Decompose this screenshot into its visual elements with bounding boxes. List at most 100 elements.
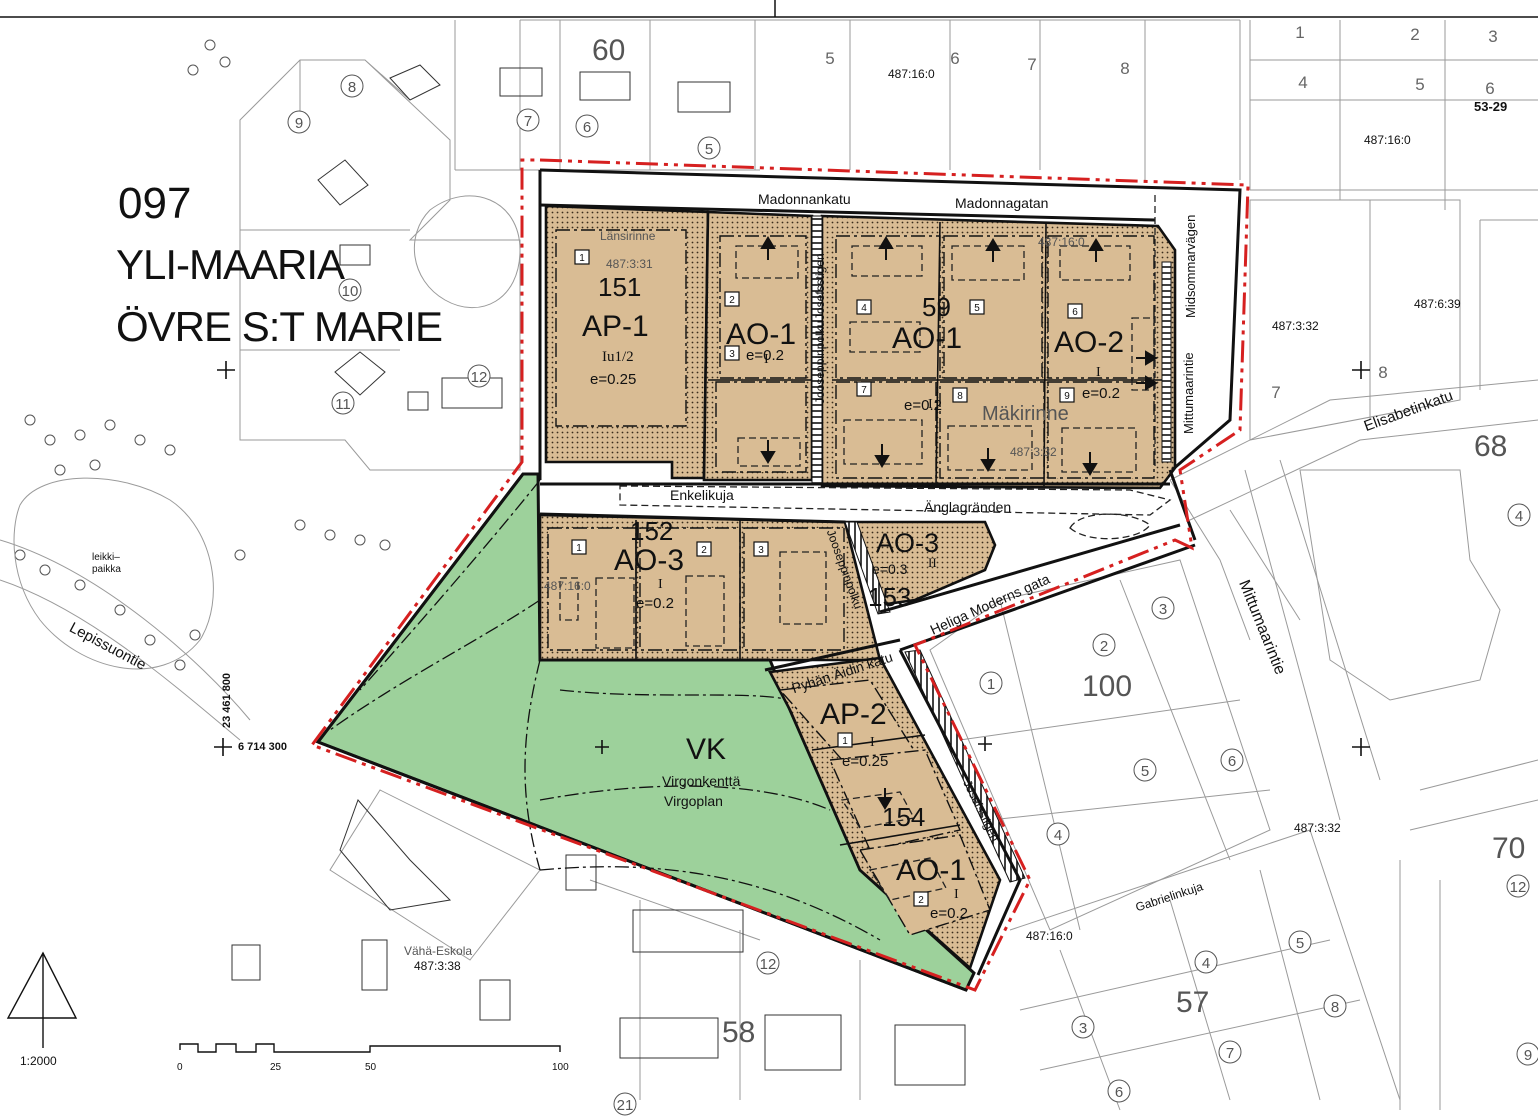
floor-count-ao3-153: II — [928, 555, 937, 570]
efficiency-ao1-59: e=0.2 — [904, 397, 942, 414]
background-buildings — [231, 64, 966, 1086]
efficiency-ao2: e=0.2 — [1082, 385, 1120, 402]
floor-count-ao1-west: I — [764, 352, 769, 367]
coordinate-east: 6 714 300 — [238, 741, 287, 753]
block-number-59: 59 — [922, 292, 951, 322]
svg-text:7: 7 — [1226, 1045, 1234, 1062]
svg-text:5: 5 — [1296, 935, 1304, 952]
block-number-100: 100 — [1082, 670, 1133, 703]
property-id: 487:16:0 — [1038, 235, 1085, 249]
direction-arrows — [760, 236, 1158, 810]
playground-label-line1: leikki– — [92, 552, 120, 563]
svg-text:1: 1 — [987, 676, 995, 693]
efficiency-ao1-west: e=0.2 — [746, 347, 784, 364]
park-paths — [329, 479, 881, 941]
zone-code-ap1: AP-1 — [582, 310, 649, 343]
park-name-sv: Virgoplan — [664, 793, 723, 809]
svg-text:8: 8 — [348, 79, 356, 96]
jooseppinpolku-path-south — [844, 521, 891, 615]
property-id: 487:3:32 — [1272, 319, 1319, 333]
svg-text:1: 1 — [576, 543, 582, 554]
property-id: 487:3:32 — [1010, 445, 1057, 459]
svg-text:1: 1 — [1295, 23, 1304, 42]
efficiency-ap2: e=0.25 — [842, 753, 889, 770]
svg-text:4: 4 — [1298, 73, 1307, 92]
zone-code-ap2: AP-2 — [820, 698, 887, 731]
zone-code-ao3-152: AO-3 — [614, 544, 685, 577]
svg-text:21: 21 — [617, 1097, 634, 1114]
scale-bar — [179, 1043, 561, 1053]
property-id: 487:3:32 — [1294, 821, 1341, 835]
svg-text:12: 12 — [760, 956, 777, 973]
building-sites — [559, 245, 1155, 901]
svg-text:3: 3 — [1488, 27, 1497, 46]
svg-text:5: 5 — [1415, 75, 1424, 94]
zone-code-vk: VK — [686, 733, 727, 766]
place-lansirinne: Länsirinne — [600, 229, 656, 243]
svg-text:10: 10 — [342, 283, 359, 300]
background-trees — [14, 39, 391, 671]
svg-text:7: 7 — [861, 385, 867, 396]
svg-text:2: 2 — [1100, 638, 1108, 655]
path-jooseppinpolku-north: Jooseppinpolku — [813, 320, 827, 404]
block-number-154: 154 — [882, 802, 926, 832]
street-madonnankatu: Madonnankatu — [758, 191, 851, 207]
floor-count-ap2: I — [870, 735, 875, 750]
zone-code-ao1-west: AO-1 — [726, 318, 797, 351]
svg-text:8: 8 — [1378, 363, 1387, 382]
svg-text:6: 6 — [950, 49, 959, 68]
svg-text:9: 9 — [295, 115, 303, 132]
scale-tick: 0 — [177, 1062, 183, 1073]
svg-text:12: 12 — [471, 369, 488, 386]
svg-text:4: 4 — [1054, 827, 1062, 844]
district-number: 097 — [118, 179, 192, 228]
zone-code-ao1-59: AO-1 — [892, 322, 963, 355]
north-arrow-icon — [6, 951, 78, 1048]
svg-text:12: 12 — [1510, 879, 1527, 896]
svg-text:3: 3 — [758, 545, 764, 556]
svg-text:5: 5 — [825, 49, 834, 68]
svg-text:8: 8 — [1120, 59, 1129, 78]
street-midsommarvagen: Midsommarvägen — [1183, 214, 1198, 318]
path-josefsstigen-north: Josefsstigen — [813, 253, 827, 320]
block-number-53-29: 53-29 — [1474, 99, 1508, 114]
building-areas — [547, 229, 1155, 936]
svg-text:11: 11 — [335, 396, 351, 413]
svg-text:1: 1 — [579, 253, 585, 264]
street-mittumaarintie-vertical: Mittumaarintie — [1181, 352, 1196, 434]
floor-count-ao2: I — [1096, 365, 1101, 380]
playground-outline — [13, 477, 214, 670]
efficiency-ao1-154: e=0.2 — [930, 905, 968, 922]
josefsstigen-path-east — [904, 649, 1026, 883]
svg-text:4: 4 — [1515, 508, 1523, 525]
property-id: 487:16:0 — [1026, 929, 1073, 943]
svg-text:2: 2 — [729, 295, 735, 306]
block-number-57: 57 — [1176, 986, 1210, 1019]
efficiency-ao3-153: e=0.3 — [872, 561, 908, 577]
scale-tick: 50 — [365, 1062, 377, 1073]
block-number-60: 60 — [592, 34, 626, 67]
svg-text:7: 7 — [1027, 55, 1036, 74]
block-number-68: 68 — [1474, 430, 1508, 463]
park-name-fi: Virgonkenttä — [662, 773, 741, 789]
svg-text:9: 9 — [1524, 1047, 1532, 1064]
scale-tick: 100 — [552, 1062, 569, 1073]
plan-area-boundary — [309, 158, 1250, 992]
scale-ratio: 1:2000 — [20, 1054, 57, 1068]
coordinate-north: 23 461 800 — [221, 672, 233, 728]
roundabout-outline — [414, 195, 521, 309]
block-number-152: 152 — [630, 516, 674, 546]
svg-text:9: 9 — [1064, 391, 1070, 402]
property-id: 487:16:0 — [1364, 133, 1411, 147]
madonnankatu-road — [540, 170, 1240, 225]
survey-crosses — [214, 361, 1370, 756]
block-number-58: 58 — [722, 1016, 756, 1049]
svg-text:3: 3 — [729, 349, 735, 360]
property-id: 487:6:39 — [1414, 297, 1461, 311]
lot-number-boxes — [571, 249, 1083, 907]
lot-lines — [635, 221, 1170, 846]
property-id: 487:16:0 — [544, 579, 591, 593]
